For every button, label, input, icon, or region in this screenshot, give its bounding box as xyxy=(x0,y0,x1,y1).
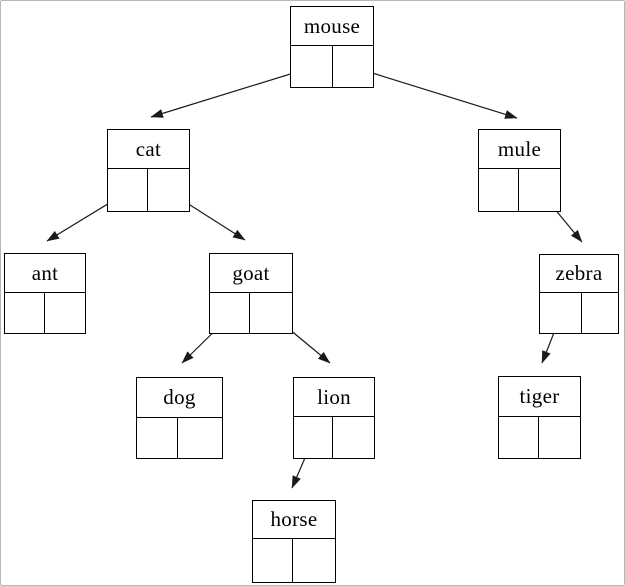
left-pointer-cell xyxy=(210,293,250,333)
left-pointer-cell xyxy=(108,169,148,211)
right-pointer-cell xyxy=(333,46,374,87)
node-label: mouse xyxy=(291,7,373,46)
right-pointer-cell xyxy=(45,293,86,333)
node-label: cat xyxy=(108,130,189,169)
left-pointer-cell xyxy=(294,417,333,458)
node-label: dog xyxy=(137,378,222,418)
tree-node-mule: mule xyxy=(478,129,561,212)
node-pointer-cells xyxy=(294,417,374,458)
left-pointer-cell xyxy=(540,293,582,333)
node-pointer-cells xyxy=(108,169,189,211)
right-pointer-cell xyxy=(333,417,375,458)
node-pointer-cells xyxy=(253,539,335,582)
tree-node-lion: lion xyxy=(293,377,375,459)
node-label: zebra xyxy=(540,255,618,293)
right-pointer-cell xyxy=(582,293,619,333)
node-pointer-cells xyxy=(479,169,560,211)
left-pointer-cell xyxy=(253,539,293,582)
left-pointer-cell xyxy=(291,46,333,87)
tree-node-dog: dog xyxy=(136,377,223,459)
node-label: tiger xyxy=(499,377,580,417)
node-label: ant xyxy=(5,254,85,293)
node-pointer-cells xyxy=(5,293,85,333)
tree-node-horse: horse xyxy=(252,500,336,583)
node-label: goat xyxy=(210,254,292,293)
right-pointer-cell xyxy=(148,169,190,211)
right-pointer-cell xyxy=(539,417,581,458)
left-pointer-cell xyxy=(5,293,45,333)
node-label: lion xyxy=(294,378,374,417)
tree-node-mouse: mouse xyxy=(290,6,374,88)
tree-node-goat: goat xyxy=(209,253,293,334)
left-pointer-cell xyxy=(499,417,539,458)
node-pointer-cells xyxy=(499,417,580,458)
right-pointer-cell xyxy=(178,418,223,458)
left-pointer-cell xyxy=(137,418,178,458)
node-pointer-cells xyxy=(210,293,292,333)
tree-node-ant: ant xyxy=(4,253,86,334)
right-pointer-cell xyxy=(293,539,336,582)
right-pointer-cell xyxy=(519,169,561,211)
node-label: mule xyxy=(479,130,560,169)
tree-node-cat: cat xyxy=(107,129,190,212)
node-pointer-cells xyxy=(540,293,618,333)
node-pointer-cells xyxy=(137,418,222,458)
right-pointer-cell xyxy=(250,293,293,333)
left-pointer-cell xyxy=(479,169,519,211)
tree-node-zebra: zebra xyxy=(539,254,619,334)
node-label: horse xyxy=(253,501,335,539)
tree-node-tiger: tiger xyxy=(498,376,581,459)
node-pointer-cells xyxy=(291,46,373,87)
